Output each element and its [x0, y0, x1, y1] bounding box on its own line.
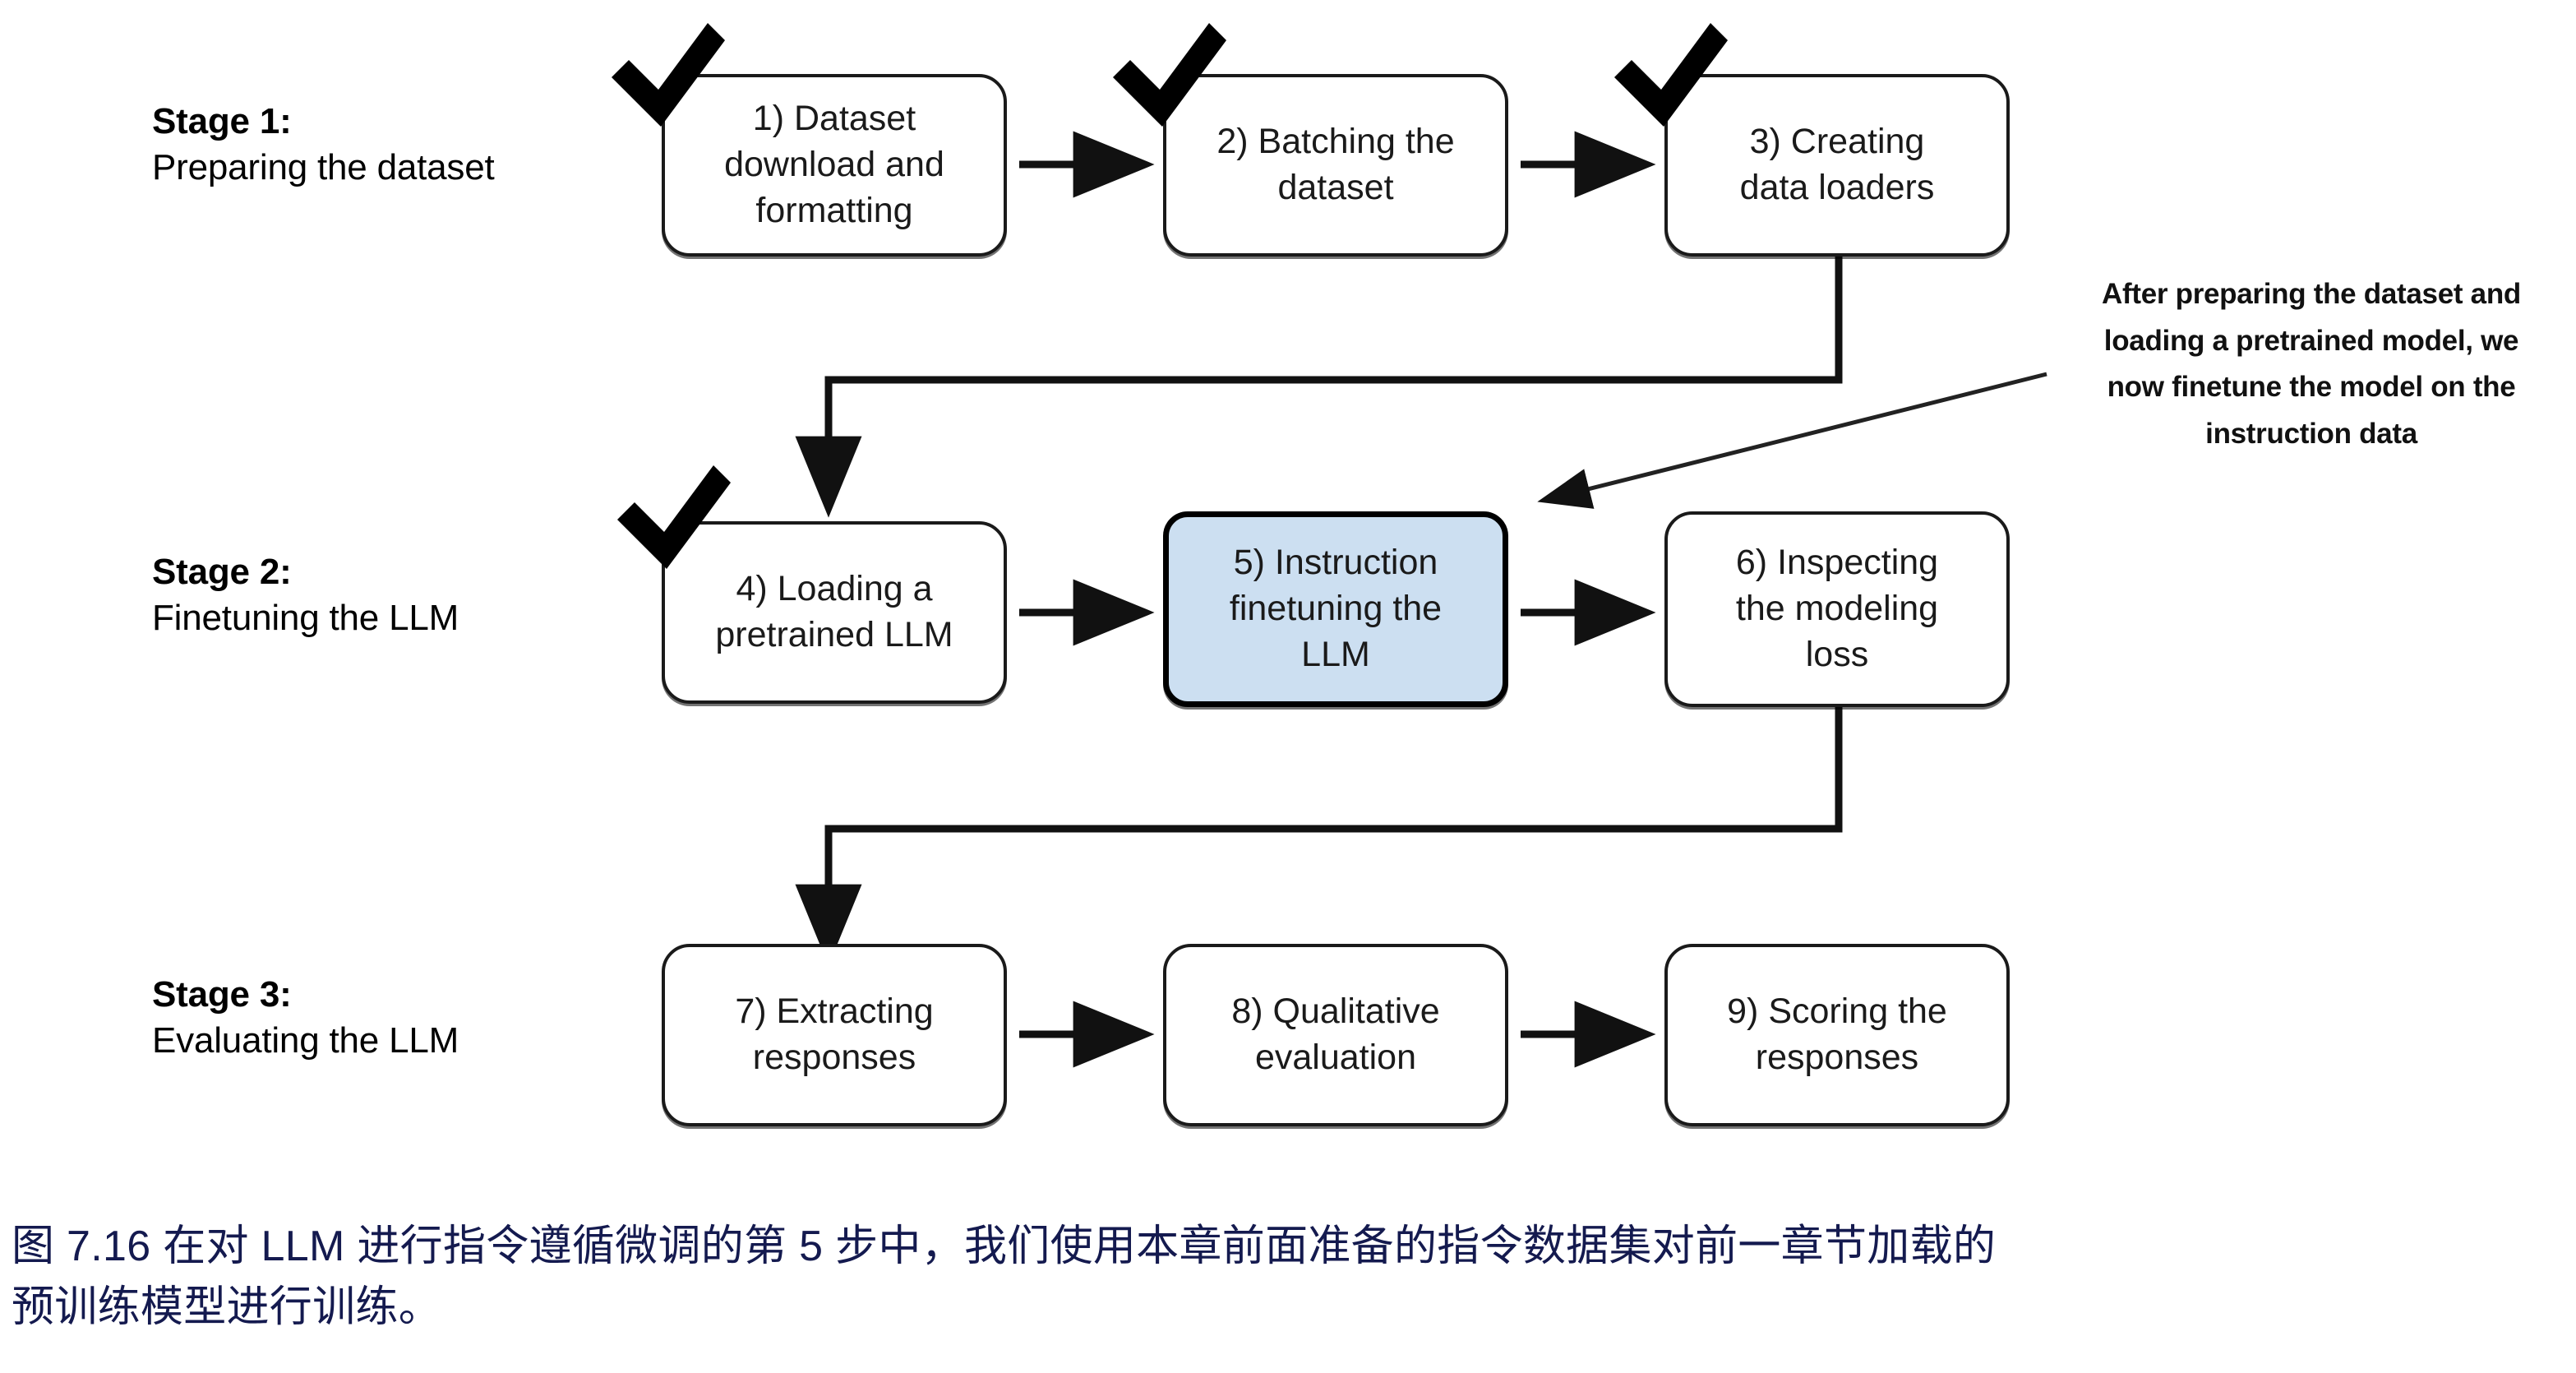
flow-node-8-qualitative-evaluation[interactable]: 8) Qualitative evaluation — [1163, 944, 1508, 1126]
annotation-line-1: After preparing the dataset and — [2102, 278, 2521, 310]
figure-caption-line-1: 图 7.16 在对 LLM 进行指令遵循微调的第 5 步中，我们使用本章前面准备… — [12, 1223, 1997, 1270]
flow-node-2-batching-the-dataset[interactable]: 2) Batching the dataset — [1163, 74, 1508, 257]
flow-node-5-instruction-finetuning-the-llm[interactable]: 5) Instruction finetuning the LLM — [1163, 511, 1508, 707]
flow-node-6-label: 6) Inspecting the modeling loss — [1735, 543, 1939, 674]
stage-label-2: Stage 2: Finetuning the LLM — [152, 549, 459, 642]
stage-1-title: Stage 1: — [152, 101, 292, 141]
connector-stage2-to-stage3 — [795, 705, 1843, 966]
flow-node-2-label: 2) Batching the dataset — [1216, 122, 1455, 207]
flow-node-8-label: 8) Qualitative evaluation — [1231, 992, 1440, 1077]
stage-3-title: Stage 3: — [152, 974, 292, 1015]
figure-caption-line-2: 预训练模型进行训练。 — [12, 1283, 442, 1331]
flow-node-9-label: 9) Scoring the responses — [1727, 992, 1947, 1077]
stage-1-subtitle: Preparing the dataset — [152, 147, 495, 188]
annotation-note: After preparing the dataset and loading … — [2055, 271, 2568, 458]
annotation-line-3: now finetune the model on the — [2107, 371, 2516, 404]
flow-node-1-label: 1) Dataset download and formatting — [724, 99, 944, 230]
flow-node-1-dataset-download-and-formatting[interactable]: 1) Dataset download and formatting — [662, 74, 1007, 257]
annotation-line-2: loading a pretrained model, we — [2103, 324, 2519, 357]
stage-2-title: Stage 2: — [152, 552, 292, 592]
annotation-pointer-arrow — [1537, 372, 2047, 509]
connector-stage1-to-stage2 — [795, 255, 1843, 518]
figure-caption: 图 7.16 在对 LLM 进行指令遵循微调的第 5 步中，我们使用本章前面准备… — [12, 1217, 2560, 1338]
flow-node-3-label: 3) Creating data loaders — [1739, 122, 1935, 207]
stage-2-subtitle: Finetuning the LLM — [152, 598, 459, 639]
stage-label-3: Stage 3: Evaluating the LLM — [152, 972, 459, 1065]
flow-node-9-scoring-the-responses[interactable]: 9) Scoring the responses — [1664, 944, 2010, 1126]
flow-node-5-label: 5) Instruction finetuning the LLM — [1229, 543, 1443, 674]
flow-node-3-creating-data-loaders[interactable]: 3) Creating data loaders — [1664, 74, 2010, 257]
flow-node-6-inspecting-the-modeling-loss[interactable]: 6) Inspecting the modeling loss — [1664, 511, 2010, 707]
flow-node-7-extracting-responses[interactable]: 7) Extracting responses — [662, 944, 1007, 1126]
flow-node-4-loading-a-pretrained-llm[interactable]: 4) Loading a pretrained LLM — [662, 521, 1007, 704]
flow-node-7-label: 7) Extracting responses — [735, 992, 934, 1077]
stage-label-1: Stage 1: Preparing the dataset — [152, 99, 495, 192]
stage-3-subtitle: Evaluating the LLM — [152, 1020, 459, 1061]
flow-node-4-label: 4) Loading a pretrained LLM — [715, 569, 953, 654]
annotation-line-4: instruction data — [2205, 418, 2417, 451]
